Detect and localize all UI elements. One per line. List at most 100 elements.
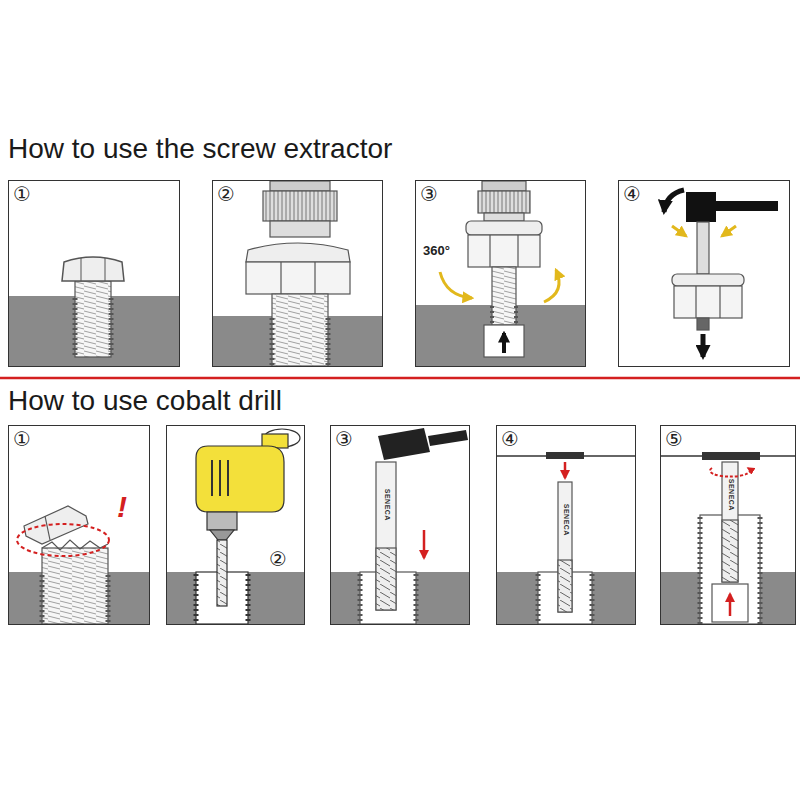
bolt bbox=[105, 258, 106, 281]
hammer-removal bbox=[722, 226, 736, 236]
brand-mark: SENECA bbox=[384, 489, 392, 521]
extractor-turn-out bbox=[722, 462, 738, 582]
hammer-removal bbox=[672, 274, 744, 286]
drill-chuck bbox=[270, 181, 330, 191]
step-number: ② bbox=[217, 184, 235, 204]
drill-chuck bbox=[272, 294, 328, 366]
step-number: ① bbox=[13, 429, 31, 449]
drill-chuck bbox=[246, 262, 350, 294]
extractor-turn-out bbox=[710, 468, 750, 477]
power-drill bbox=[219, 460, 221, 496]
hammer-removal bbox=[674, 286, 742, 318]
bolt bbox=[62, 257, 124, 357]
hammer-removal bbox=[716, 201, 778, 211]
power-drill bbox=[210, 530, 234, 540]
ground bbox=[167, 572, 304, 624]
step-panel: ⑤ bbox=[660, 425, 796, 625]
extractor-turn-out bbox=[661, 452, 795, 624]
extractor-turn-out bbox=[698, 517, 703, 624]
power-drill bbox=[246, 574, 251, 624]
step-panel: ② bbox=[212, 180, 383, 367]
power-drill bbox=[211, 460, 213, 496]
step-panel: ① bbox=[8, 425, 150, 625]
hammer-removal bbox=[697, 318, 709, 330]
ground bbox=[9, 296, 795, 624]
broken-bolt bbox=[17, 524, 109, 556]
extractor-hammer bbox=[376, 462, 396, 610]
extractor-hammer bbox=[414, 574, 419, 624]
step-number: ③ bbox=[420, 184, 438, 204]
extractor-turn-out bbox=[729, 594, 732, 616]
extractor-turning bbox=[544, 270, 559, 302]
extractor-turning bbox=[502, 333, 506, 353]
extractor-turning bbox=[466, 221, 542, 235]
extractor-handle bbox=[546, 452, 584, 459]
bolt bbox=[81, 258, 82, 281]
extractor-turning bbox=[490, 306, 494, 325]
extractor-turning bbox=[484, 325, 524, 357]
extractor-hammer bbox=[428, 430, 468, 446]
extractor-turn-out bbox=[722, 520, 738, 582]
drill-chuck bbox=[280, 262, 281, 294]
bolt bbox=[62, 257, 124, 281]
extractor-turn-out bbox=[758, 517, 763, 624]
drill-chuck bbox=[263, 191, 337, 221]
brand-mark: SENECA bbox=[728, 479, 736, 511]
drill-chuck bbox=[246, 243, 350, 262]
extractor-handle bbox=[558, 560, 572, 612]
section-heading: How to use cobalt drill bbox=[8, 386, 282, 417]
drill-chuck bbox=[326, 318, 331, 366]
step-number: ⑤ bbox=[665, 429, 683, 449]
extractor-hammer bbox=[358, 574, 363, 624]
extractor-turning bbox=[468, 235, 540, 267]
warning-mark: ! bbox=[117, 490, 127, 523]
bolt bbox=[75, 281, 111, 357]
step-panel: ③ bbox=[415, 180, 586, 367]
extractor-turn-out bbox=[702, 452, 760, 460]
extractor-handle bbox=[497, 452, 635, 624]
broken-bolt bbox=[42, 548, 108, 624]
step-number: ② bbox=[269, 549, 287, 569]
extractor-turn-out bbox=[700, 515, 760, 624]
step-number: ③ bbox=[335, 429, 353, 449]
power-drill bbox=[196, 446, 284, 512]
step-panel: ③ bbox=[330, 425, 470, 625]
broken-bolt bbox=[45, 516, 50, 540]
extractor-hammer bbox=[376, 548, 396, 610]
extractor-handle bbox=[564, 462, 567, 478]
step-panel: ④ bbox=[618, 180, 790, 367]
drill-chuck bbox=[270, 221, 330, 237]
extractor-handle bbox=[536, 574, 541, 624]
step-panel: ② bbox=[166, 425, 305, 625]
extractor-turning bbox=[478, 191, 530, 213]
hammer-removal bbox=[719, 286, 720, 318]
extractor-turning bbox=[489, 235, 490, 267]
extractor-handle bbox=[558, 482, 572, 612]
extractor-turning bbox=[514, 306, 518, 325]
extractor-hammer bbox=[423, 530, 426, 558]
bolt bbox=[73, 298, 78, 357]
step-number: ④ bbox=[623, 184, 641, 204]
hammer-removal bbox=[672, 226, 686, 236]
hammer-removal bbox=[664, 190, 778, 357]
broken-bolt bbox=[106, 575, 111, 624]
power-drill bbox=[227, 460, 229, 496]
broken-bolt bbox=[17, 506, 109, 624]
hammer-removal bbox=[686, 192, 716, 222]
step-number: ④ bbox=[501, 429, 519, 449]
step-panel: ① bbox=[8, 180, 180, 367]
hammer-removal bbox=[701, 334, 706, 357]
extractor-turning bbox=[440, 272, 472, 298]
extractor-turning bbox=[482, 181, 526, 191]
extractor-turning bbox=[492, 267, 516, 325]
extractor-hammer bbox=[360, 428, 468, 624]
power-drill bbox=[194, 574, 199, 624]
extractor-hammer bbox=[378, 428, 430, 460]
ground bbox=[331, 572, 469, 624]
section-heading: How to use the screw extractor bbox=[8, 134, 392, 165]
drill-chuck bbox=[314, 262, 315, 294]
extractor-turning bbox=[440, 181, 559, 357]
hammer-removal bbox=[664, 190, 684, 212]
bolt bbox=[109, 298, 114, 357]
